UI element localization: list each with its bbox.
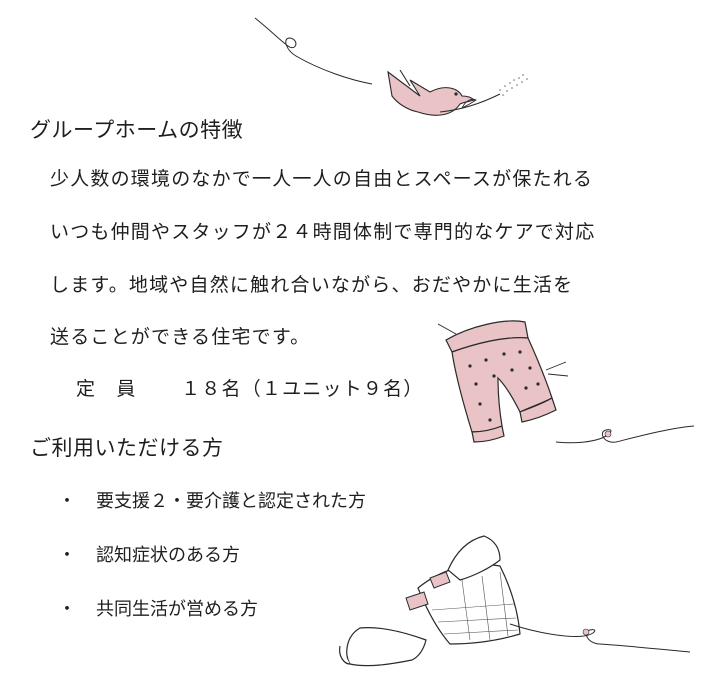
section-heading-features: グループホームの特徴 — [30, 118, 244, 142]
list-item: ・認知症状のある方 — [58, 541, 240, 567]
features-line-3: します。地域や自然に触れ合いながら、おだやかに生活を — [50, 274, 574, 296]
list-item: ・共同生活が営める方 — [58, 595, 258, 621]
capacity-value: １８名（１ユニット９名） — [181, 378, 424, 400]
section-heading-eligibility: ご利用いただける方 — [30, 436, 224, 460]
bullet-icon: ・ — [58, 545, 76, 566]
features-line-4: 送ることができる住宅です。 — [50, 326, 311, 348]
eligibility-item-1: 要支援２・要介護と認定された方 — [96, 491, 366, 512]
list-item: ・要支援２・要介護と認定された方 — [58, 487, 366, 513]
bullet-icon: ・ — [58, 599, 76, 620]
bullet-icon: ・ — [58, 491, 76, 512]
features-line-1: 少人数の環境のなかで一人一人の自由とスペースが保たれる — [50, 168, 594, 190]
eligibility-item-2: 認知症状のある方 — [96, 545, 240, 566]
capacity-row: 定 員 １８名（１ユニット９名） — [76, 374, 424, 401]
features-line-2: いつも仲間やスタッフが２４時間体制で専門的なケアで対応 — [50, 221, 596, 243]
capacity-label: 定 員 — [76, 378, 137, 400]
eligibility-item-3: 共同生活が営める方 — [96, 599, 258, 620]
